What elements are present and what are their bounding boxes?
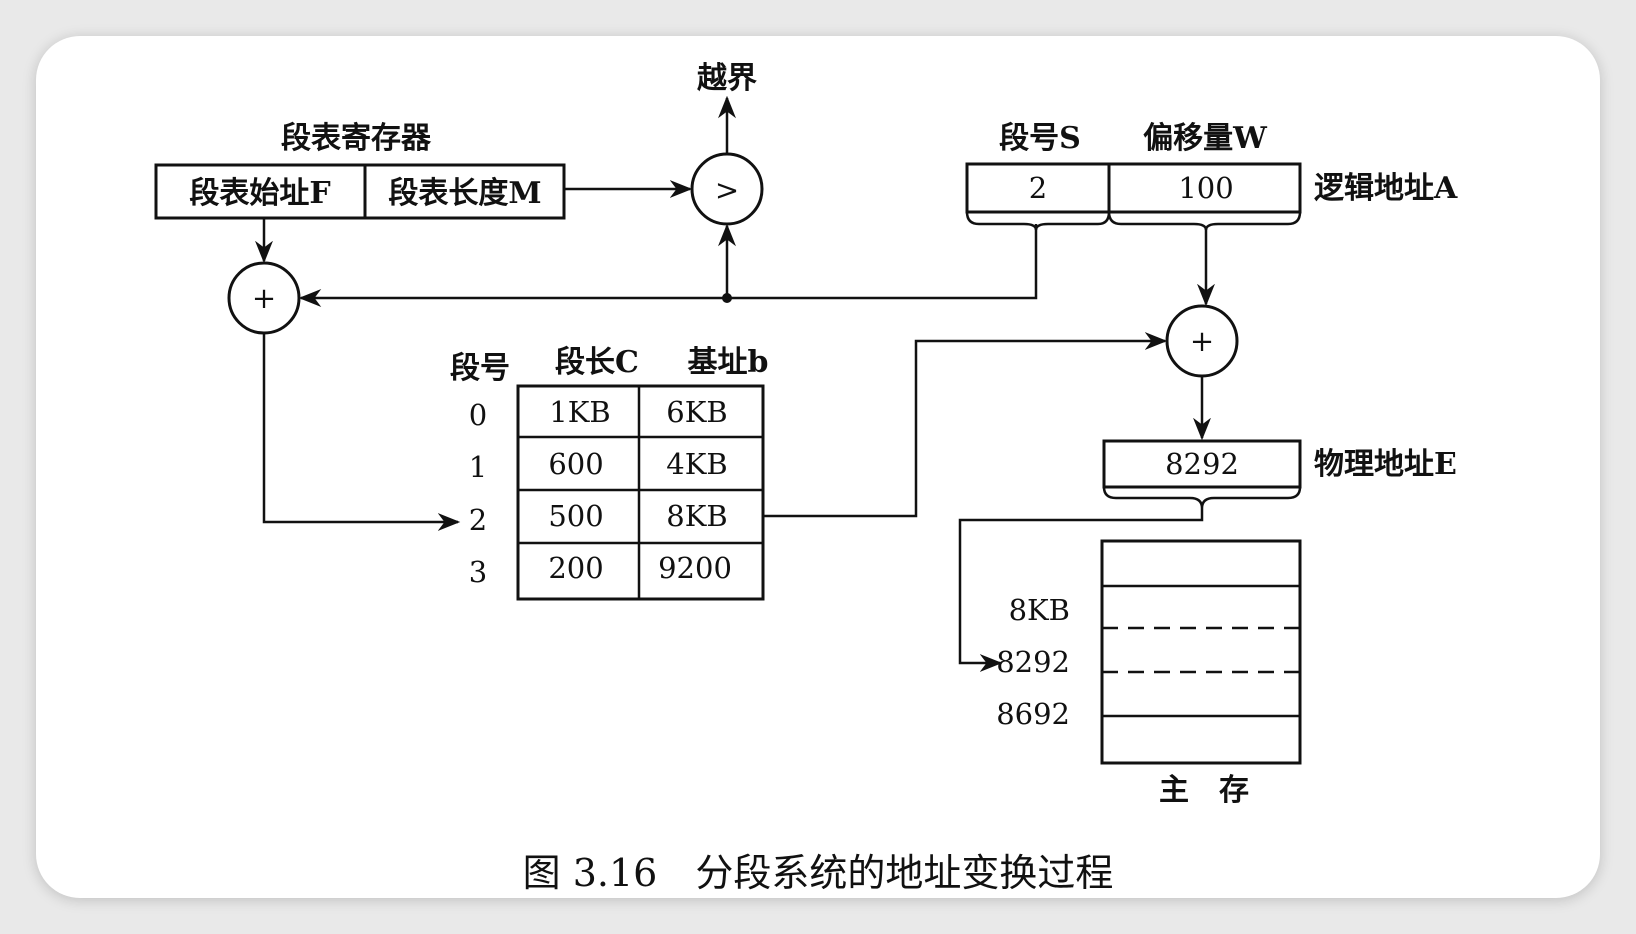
adder-to-row-arrow — [262, 333, 461, 531]
table-row-length: 1KB — [549, 395, 610, 429]
table-row-length: 600 — [548, 447, 603, 481]
figure-card: 段表寄存器 段表始址F 段表长度M > 越界 + 段号S 偏移量W 2 100 … — [36, 36, 1600, 898]
physical-to-memory-arrow — [958, 508, 1204, 672]
logical-address-box — [965, 162, 1302, 214]
segment-table-box — [516, 384, 765, 601]
table-row-segment: 2 — [469, 503, 487, 537]
offset-brace — [1107, 211, 1302, 231]
table-row-length: 500 — [548, 499, 603, 533]
segment-header: 段号S — [999, 121, 1081, 156]
table-row-base: 9200 — [658, 551, 732, 585]
figure-caption: 图 3.16 分段系统的地址变换过程 — [523, 851, 1114, 895]
physical-address-value: 8292 — [1165, 447, 1239, 481]
main-memory-label: 主 存 — [1159, 773, 1249, 808]
memory-marker: 8KB — [1009, 593, 1070, 627]
table-header-base: 基址b — [688, 345, 769, 380]
segment-brace — [965, 211, 1111, 231]
address-adder-symbol: + — [1190, 324, 1214, 358]
memory-marker: 8292 — [996, 645, 1070, 679]
table-row-base: 4KB — [666, 447, 727, 481]
table-header-length: 段长C — [555, 345, 639, 380]
comparator-symbol: > — [715, 173, 739, 207]
base-to-adder-arrow — [764, 332, 1168, 518]
logical-address-label: 逻辑地址A — [1314, 171, 1458, 206]
table-row-segment: 3 — [469, 555, 487, 589]
offset-header: 偏移量W — [1143, 121, 1268, 156]
register-title: 段表寄存器 — [281, 121, 432, 156]
main-memory-box — [1100, 539, 1302, 765]
table-adder-symbol: + — [252, 281, 276, 315]
segmentation-diagram: 段表寄存器 段表始址F 段表长度M > 越界 + 段号S 偏移量W 2 100 … — [154, 61, 1458, 895]
physical-address-label: 物理地址E — [1314, 447, 1457, 482]
segment-value: 2 — [1029, 171, 1047, 205]
table-row-base: 6KB — [666, 395, 727, 429]
table-row-segment: 1 — [469, 450, 487, 484]
register-length-label: 段表长度M — [388, 176, 541, 211]
physical-address-box — [1102, 439, 1302, 489]
register-box — [154, 163, 566, 220]
table-row-length: 200 — [548, 551, 603, 585]
table-header-segment: 段号 — [450, 351, 510, 386]
memory-marker: 8692 — [996, 697, 1070, 731]
overflow-label: 越界 — [697, 61, 757, 96]
offset-value: 100 — [1178, 171, 1233, 205]
physical-address-brace — [1102, 486, 1302, 509]
table-row-segment: 0 — [469, 398, 487, 432]
register-start-label: 段表始址F — [189, 176, 330, 211]
segment-number-line — [298, 224, 1038, 307]
table-row-base: 8KB — [666, 499, 727, 533]
